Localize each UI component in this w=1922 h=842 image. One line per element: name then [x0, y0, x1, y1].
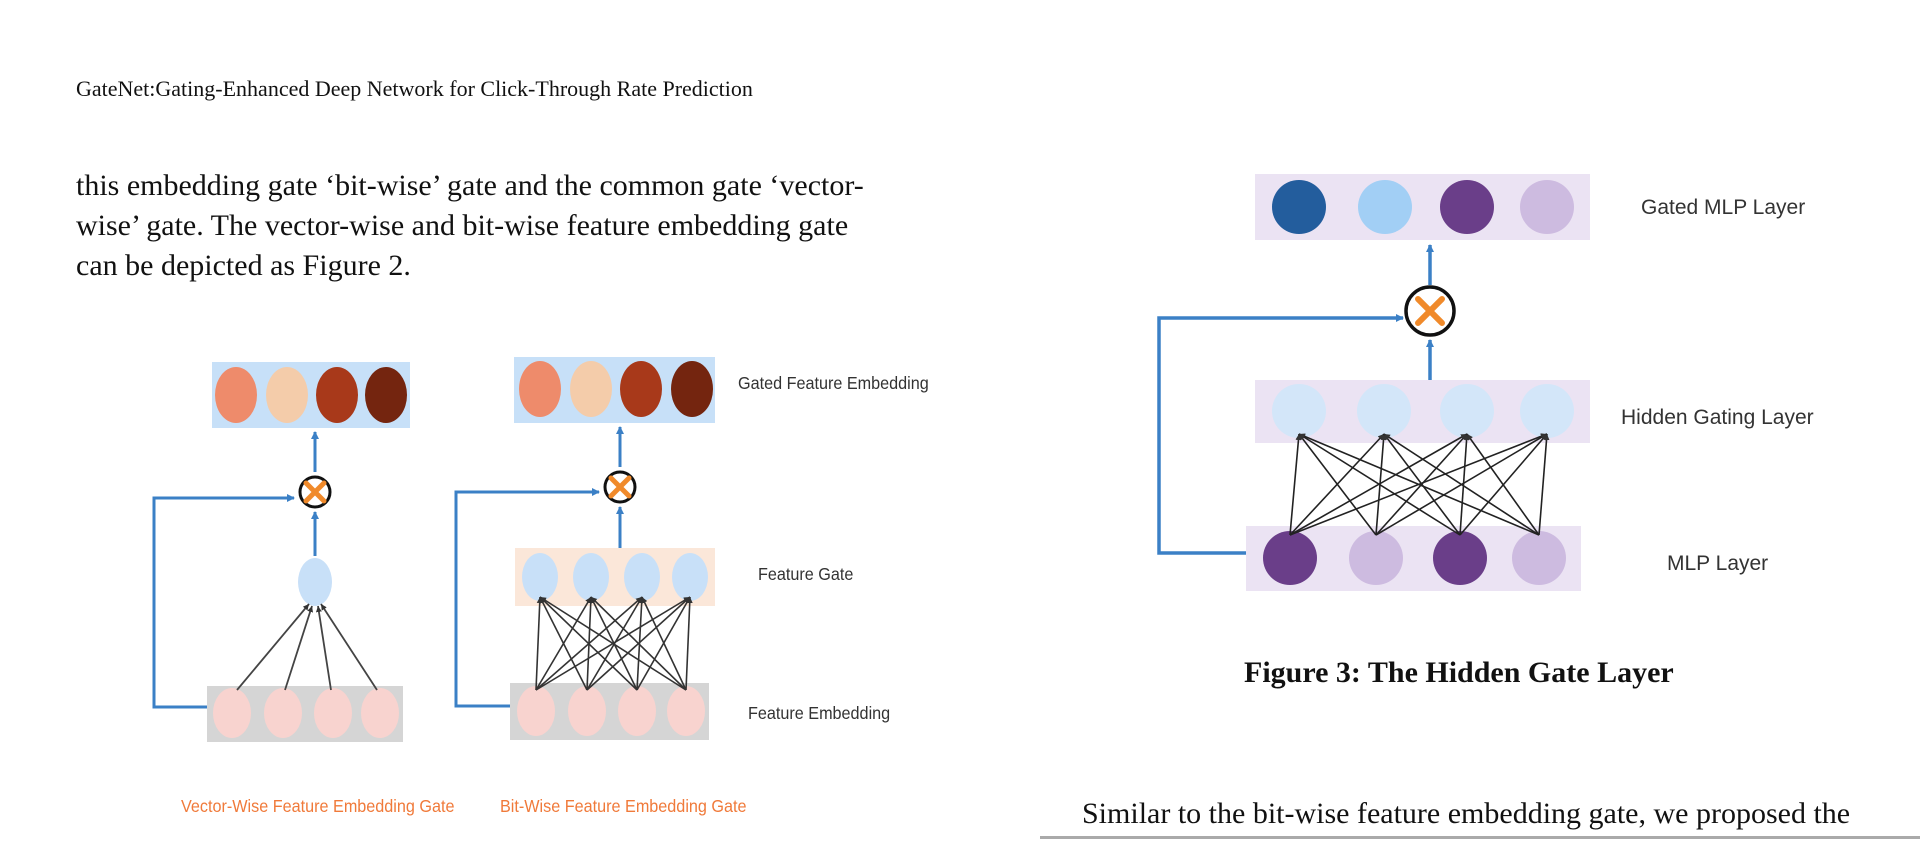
output-node — [316, 367, 358, 423]
gate-node — [522, 553, 558, 601]
connection-edge — [539, 596, 588, 691]
connection-edge — [1459, 433, 1470, 536]
label-mlp-layer: MLP Layer — [1667, 552, 1768, 575]
output-node — [671, 361, 713, 417]
body-line: can be depicted as Figure 2. — [76, 249, 411, 282]
hidden-gating-node — [1520, 384, 1574, 438]
output-node — [570, 361, 612, 417]
output-nodes — [519, 361, 713, 417]
embedding-nodes — [517, 686, 705, 736]
embedding-node — [568, 686, 606, 736]
embedding-node — [618, 686, 656, 736]
embedding-node — [517, 686, 555, 736]
mlp-node — [1512, 531, 1566, 585]
output-node — [620, 361, 662, 417]
gated-mlp-node — [1272, 180, 1326, 234]
embedding-node — [314, 688, 352, 738]
connection-edge — [1538, 433, 1550, 536]
connection-edge — [1383, 433, 1461, 536]
output-node — [266, 367, 308, 423]
connection-edge — [590, 596, 687, 691]
connection-edge — [1466, 433, 1540, 536]
connection-edge — [535, 596, 543, 691]
output-node — [215, 367, 257, 423]
mlp-nodes — [1263, 531, 1566, 585]
connection-edge — [641, 596, 687, 691]
label-feature-gate: Feature Gate — [758, 564, 853, 584]
body-paragraph: this embedding gate ‘bit-wise’ gate and … — [76, 166, 976, 286]
figure-3-diagram — [1157, 174, 1590, 591]
body-line: this embedding gate ‘bit-wise’ gate and … — [76, 169, 864, 202]
connection-edge — [1298, 433, 1461, 536]
label-gated-mlp-layer: Gated MLP Layer — [1641, 196, 1805, 219]
output-nodes — [215, 367, 407, 423]
output-node — [365, 367, 407, 423]
mlp-node — [1263, 531, 1317, 585]
gate-node — [298, 558, 332, 606]
connections — [236, 603, 378, 691]
gated-mlp-nodes — [1272, 180, 1574, 234]
connection-edge — [539, 596, 638, 691]
gate-nodes — [522, 553, 708, 601]
cropped-next-line — [1040, 834, 1920, 842]
figure-3-caption: Figure 3: The Hidden Gate Layer — [1244, 656, 1674, 689]
connection-edge — [1298, 433, 1377, 536]
embedding-node — [264, 688, 302, 738]
hidden-gating-nodes — [1272, 384, 1574, 438]
label-feature-embedding: Feature Embedding — [748, 703, 890, 723]
gate-node — [672, 553, 708, 601]
connection-edge — [1289, 433, 1302, 536]
connections — [1289, 433, 1550, 536]
gated-mlp-node — [1520, 180, 1574, 234]
hidden-gating-node — [1357, 384, 1411, 438]
connection-edge — [539, 596, 687, 691]
multiply-node — [603, 470, 637, 504]
vector-wise-diagram — [152, 362, 410, 742]
skip-connection — [1157, 314, 1404, 555]
gated-mlp-node — [1440, 180, 1494, 234]
embedding-node — [667, 686, 705, 736]
hidden-gating-node — [1440, 384, 1494, 438]
output-node — [519, 361, 561, 417]
skip-connection — [152, 494, 295, 709]
gate-node — [573, 553, 609, 601]
gated-mlp-node — [1358, 180, 1412, 234]
subcaption-bit-wise: Bit-Wise Feature Embedding Gate — [500, 796, 747, 816]
body-line: wise’ gate. The vector-wise and bit-wise… — [76, 209, 849, 242]
label-hidden-gating-layer: Hidden Gating Layer — [1621, 406, 1814, 429]
connection-edge — [1383, 433, 1540, 536]
subcaption-vector-wise: Vector-Wise Feature Embedding Gate — [181, 796, 455, 816]
skip-connection — [454, 488, 600, 708]
embedding-node — [361, 688, 399, 738]
embedding-nodes — [213, 688, 399, 738]
connections — [535, 596, 693, 691]
gate-node — [624, 553, 660, 601]
bit-wise-diagram — [454, 357, 715, 740]
multiply-node — [1404, 285, 1456, 337]
running-title: GateNet:Gating-Enhanced Deep Network for… — [76, 76, 753, 101]
mlp-node — [1349, 531, 1403, 585]
label-gated-feature-embedding: Gated Feature Embedding — [738, 373, 929, 393]
hidden-gating-node — [1272, 384, 1326, 438]
mlp-node — [1433, 531, 1487, 585]
continuation-paragraph: Similar to the bit-wise feature embeddin… — [1082, 797, 1851, 830]
connection-edge — [1298, 433, 1540, 536]
connection-edge — [685, 596, 693, 691]
embedding-node — [213, 688, 251, 738]
multiply-node — [298, 475, 332, 509]
